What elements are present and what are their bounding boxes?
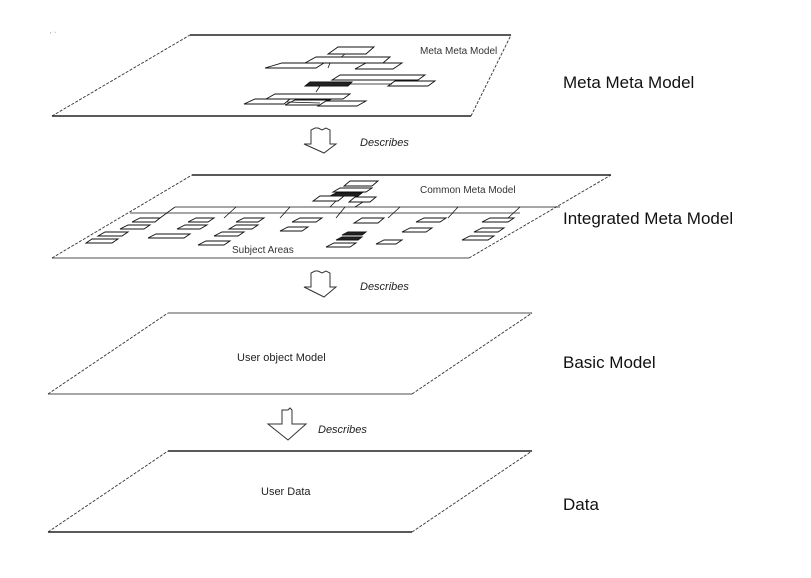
common-meta-model-boxes <box>311 180 380 208</box>
plane-data: User Data <box>47 450 533 533</box>
plane-basic-model: User object Model <box>47 312 533 395</box>
inner-label-user-object-model: User object Model <box>237 352 326 364</box>
inner-label-subject-areas: Subject Areas <box>232 245 294 256</box>
down-arrow-icon <box>303 270 338 298</box>
inner-label-common-meta-model: Common Meta Model <box>420 185 516 196</box>
level-label-basic-model: Basic Model <box>563 353 656 372</box>
describes-arrow-2: Describes <box>303 270 409 298</box>
describes-arrow-1: Describes <box>303 127 409 154</box>
inner-label-user-data: User Data <box>261 486 311 498</box>
relation-label: Describes <box>360 281 409 293</box>
level-label-data: Data <box>563 495 599 514</box>
down-arrow-icon <box>303 127 338 154</box>
describes-arrow-3: Describes <box>266 407 367 441</box>
stray-mark: ' ` <box>50 31 57 40</box>
level-label-meta-meta-model: Meta Meta Model <box>563 73 694 92</box>
relation-label: Describes <box>360 137 409 149</box>
plane-integrated-meta-model: Common Meta Model <box>51 174 612 259</box>
plane-meta-meta-model: Meta Meta Model <box>51 34 512 117</box>
level-label-integrated-meta-model: Integrated Meta Model <box>563 209 733 228</box>
subject-area-boxes <box>84 206 521 248</box>
relation-label: Describes <box>318 424 367 436</box>
meta-meta-model-boxes <box>243 46 437 107</box>
inner-label-meta-meta-model: Meta Meta Model <box>420 46 497 57</box>
down-arrow-icon <box>266 407 308 441</box>
